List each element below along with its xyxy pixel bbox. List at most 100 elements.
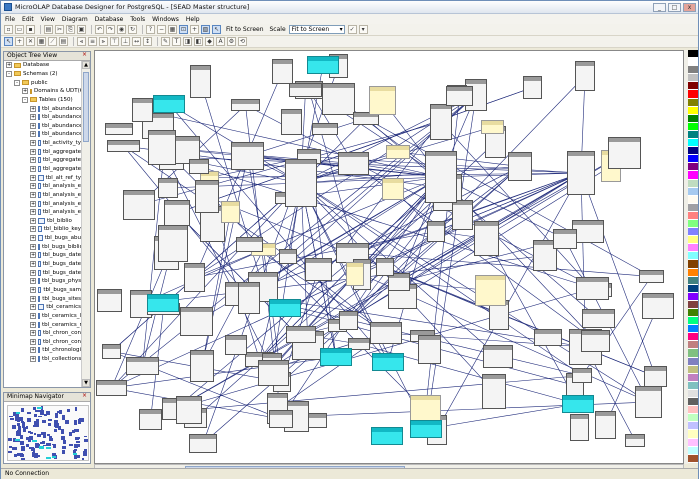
copy-icon[interactable]: ⎘ [66,25,75,34]
expand-icon[interactable]: + [30,183,36,190]
table-entity[interactable] [635,386,662,418]
expand-icon[interactable]: + [30,166,36,172]
note-entity[interactable] [481,120,504,134]
table-entity[interactable] [164,200,190,226]
tree-scrollbar[interactable]: ▲ ▼ [81,61,90,387]
grid-icon[interactable]: ▦ [168,25,177,34]
color-swatch[interactable] [688,211,698,220]
layout-icon[interactable]: ▧ [201,25,210,34]
expand-icon[interactable]: + [30,148,36,155]
table-entity[interactable] [236,237,263,252]
color-swatch[interactable] [688,203,698,212]
selected-table-entity[interactable] [307,56,339,74]
table-entity[interactable] [576,277,609,300]
table-entity[interactable] [184,263,205,292]
table-entity[interactable] [595,411,616,439]
tree-item[interactable]: +tbl_abundance [4,104,81,113]
table-entity[interactable] [132,98,153,122]
expand-icon[interactable]: + [30,312,36,319]
color-swatch[interactable] [688,349,698,358]
minimize-button[interactable]: _ [653,2,666,12]
tree-item[interactable]: +tbl_bugs_date [4,251,81,260]
table-entity[interactable] [353,112,379,125]
table-entity[interactable] [483,345,513,368]
color-swatch[interactable] [688,276,698,285]
expand-icon[interactable]: + [30,105,36,112]
tree-item[interactable]: +tbl_bugs_biblio [4,242,81,251]
table-entity[interactable] [126,357,159,375]
tree-item[interactable]: +tbl_analysis_e [4,191,81,200]
scale-combo[interactable]: Fit to Screen [288,25,345,34]
align-center-icon[interactable]: ≡ [88,37,97,46]
table-entity[interactable] [308,413,327,428]
selected-table-entity[interactable] [269,299,301,317]
table-entity[interactable] [272,59,293,84]
table-entity[interactable] [148,130,176,165]
tree-item[interactable]: +tbl_aggregate [4,147,81,156]
note-entity[interactable] [475,275,506,306]
color-swatch[interactable] [688,82,698,91]
table-entity[interactable] [418,335,441,364]
expand-icon[interactable]: + [30,304,36,311]
table-entity[interactable] [582,309,615,328]
color-swatch[interactable] [688,130,698,140]
tree-item[interactable]: +tbl_ceramics_r [4,320,81,329]
apply-icon[interactable]: ✓ [347,25,357,34]
color-swatch[interactable] [688,66,698,75]
menu-edit[interactable]: Edit [22,15,34,23]
color-swatch[interactable] [688,414,698,423]
text-tool-icon[interactable]: T [172,37,181,46]
color-swatch[interactable] [688,317,698,326]
same-width-icon[interactable]: ↔ [132,37,141,46]
tree-item[interactable]: +tbl_ceramics [4,303,81,312]
table-entity[interactable] [575,61,595,91]
table-entity[interactable] [189,159,209,174]
table-entity[interactable] [285,159,317,207]
color-swatch[interactable] [688,244,698,253]
reverse-icon[interactable]: ⟲ [238,37,247,46]
tree-item[interactable]: +tbl_ceramics_l [4,312,81,321]
color-swatch[interactable] [688,309,698,318]
tree-item[interactable]: -public [4,78,81,87]
tree-item[interactable]: -Tables (150) [4,96,81,105]
table-entity[interactable] [425,151,457,203]
tree-item[interactable]: +tbl_abundance [4,130,81,139]
delete-tool-icon[interactable]: ✕ [26,37,35,46]
zoom-fit-icon[interactable]: ⊡ [179,25,188,34]
tree-item[interactable]: +tbl_aggregate [4,165,81,174]
color-swatch[interactable] [688,292,698,301]
same-height-icon[interactable]: ↕ [143,37,152,46]
table-entity[interactable] [553,229,577,249]
table-entity[interactable] [639,270,664,283]
table-entity[interactable] [139,409,162,430]
table-entity[interactable] [430,104,452,140]
selected-table-entity[interactable] [562,395,594,413]
expand-icon[interactable]: + [30,347,36,354]
tree-item[interactable]: +Database [4,61,81,70]
tree-item[interactable]: +tbl_biblio [4,217,81,226]
table-entity[interactable] [446,86,473,106]
pointer-mode-icon[interactable]: ↖ [212,25,221,34]
generate-icon[interactable]: ⚙ [227,37,236,46]
canvas-vertical-scrollbar[interactable] [684,50,688,464]
table-entity[interactable] [534,329,562,346]
close-minimap-icon[interactable]: × [81,392,88,399]
color-swatch[interactable] [688,284,698,293]
table-entity[interactable] [258,360,289,386]
selected-table-entity[interactable] [320,348,352,366]
font-icon[interactable]: A [216,37,225,46]
menu-windows[interactable]: Windows [152,15,179,23]
table-entity[interactable] [608,137,641,169]
color-swatch[interactable] [688,389,698,399]
color-swatch[interactable] [688,195,698,204]
color-swatch[interactable] [688,228,698,237]
expand-icon[interactable]: + [30,356,36,363]
expand-icon[interactable]: + [30,252,36,259]
tree-item[interactable]: +tbl_aggregate [4,156,81,165]
tree-item[interactable]: -Schemas (2) [4,70,81,79]
tree-item[interactable]: +tbl_analysis_e [4,208,81,217]
table-entity[interactable] [176,396,202,424]
tree-item[interactable]: +tbl_bugs_abu [4,234,81,243]
note-entity[interactable] [382,178,404,200]
table-entity[interactable] [572,368,592,383]
